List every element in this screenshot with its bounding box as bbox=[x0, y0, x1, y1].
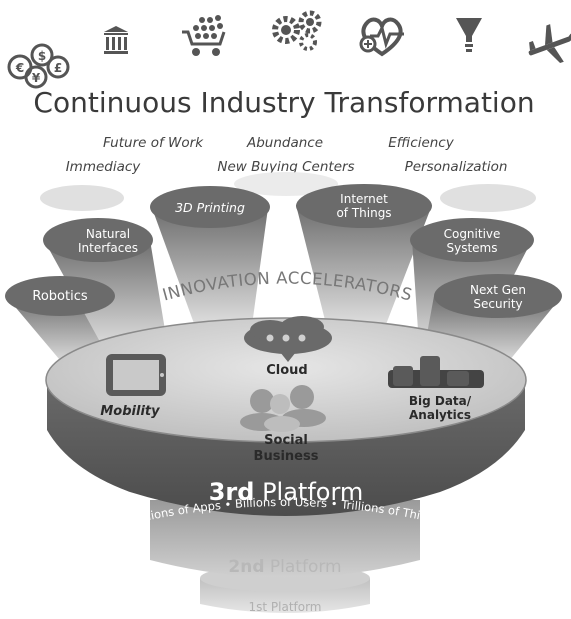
trend-future-of-work: Future of Work bbox=[103, 135, 204, 151]
people-icon bbox=[240, 385, 326, 432]
accelerator-iot-label-1: Internet bbox=[340, 192, 388, 206]
accelerator-security-label-2: Security bbox=[473, 297, 522, 311]
accelerator-cognitive-label-1: Cognitive bbox=[444, 227, 501, 241]
trend-new-buying-centers: New Buying Centers bbox=[217, 159, 354, 175]
airplane-icon bbox=[528, 24, 571, 64]
accelerator-iot: Internet of Things bbox=[296, 184, 432, 228]
tablet-icon bbox=[106, 354, 166, 396]
accelerator-natural-label-2: Interfaces bbox=[78, 241, 138, 255]
pillar-mobility-label: Mobility bbox=[100, 404, 160, 419]
platform-1-label: 1st Platform bbox=[248, 600, 321, 614]
accelerator-3d-printing-label: 3D Printing bbox=[175, 200, 245, 215]
accelerator-natural-interfaces: Natural Interfaces bbox=[43, 218, 153, 262]
pillar-big-data: Big Data/ Analytics bbox=[388, 356, 484, 422]
trend-glow-right bbox=[440, 184, 536, 212]
page-title: Continuous Industry Transformation bbox=[33, 86, 534, 119]
currency-icon: € $ ¥ £ bbox=[7, 43, 70, 89]
shopping-cart-icon bbox=[182, 15, 226, 56]
pillar-big-data-label-2: Analytics bbox=[409, 408, 471, 422]
accelerator-robotics: Robotics bbox=[5, 276, 115, 316]
trend-efficiency: Efficiency bbox=[388, 135, 454, 151]
lightbulb-icon bbox=[456, 18, 482, 52]
accelerator-security: Next Gen Security bbox=[434, 274, 562, 318]
trend-glow-left bbox=[40, 185, 124, 211]
accelerator-robotics-label: Robotics bbox=[32, 289, 87, 304]
bar-chart-icon bbox=[388, 356, 484, 388]
platform-2-tier: 2nd Platform bbox=[150, 500, 420, 578]
pillar-mobility: Mobility bbox=[100, 354, 166, 419]
accelerator-security-label-1: Next Gen bbox=[470, 283, 526, 297]
platform-3-label: 3rd Platform bbox=[209, 478, 364, 506]
pillar-social-label-2: Business bbox=[254, 449, 319, 464]
platform-2-label: 2nd Platform bbox=[228, 557, 341, 577]
pillar-social: Social Business bbox=[240, 385, 326, 464]
accelerator-iot-label-2: of Things bbox=[336, 206, 391, 220]
trend-personalization: Personalization bbox=[405, 159, 508, 175]
pillar-cloud-label: Cloud bbox=[266, 363, 308, 378]
cloud-icon bbox=[244, 316, 332, 362]
pillar-cloud: Cloud bbox=[244, 316, 332, 378]
trend-abundance: Abundance bbox=[246, 135, 323, 151]
gears-icon bbox=[272, 10, 322, 51]
accelerator-natural-label-1: Natural bbox=[86, 227, 130, 241]
accelerator-cognitive-label-2: Systems bbox=[447, 241, 498, 255]
svg-text:£: £ bbox=[54, 61, 62, 75]
accelerator-cognitive: Cognitive Systems bbox=[410, 218, 534, 262]
bank-icon bbox=[104, 26, 128, 54]
pillar-big-data-label-1: Big Data/ bbox=[409, 394, 472, 408]
trend-immediacy: Immediacy bbox=[66, 159, 142, 175]
health-heart-icon bbox=[359, 17, 404, 57]
svg-text:¥: ¥ bbox=[32, 71, 41, 85]
trend-glow-center bbox=[234, 172, 338, 196]
accelerator-3d-printing: 3D Printing bbox=[150, 186, 270, 228]
svg-text:€: € bbox=[15, 61, 24, 75]
svg-text:$: $ bbox=[38, 49, 46, 63]
pillar-social-label-1: Social bbox=[264, 433, 308, 448]
